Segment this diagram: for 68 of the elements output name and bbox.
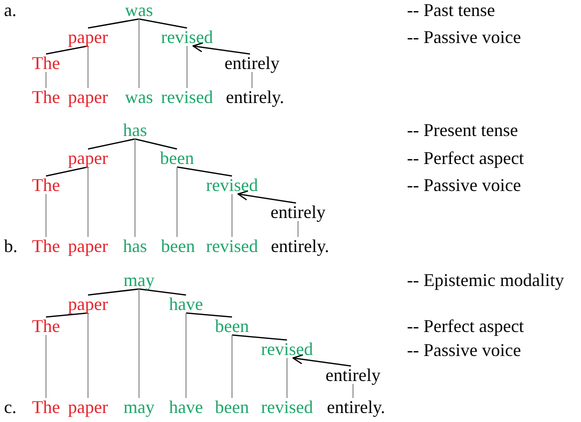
annotation: -- Perfect aspect	[407, 149, 524, 167]
sentence-word: entirely.	[270, 237, 330, 255]
tree-word: entirely	[270, 203, 326, 221]
tree-word: revised	[161, 28, 213, 46]
projection-line	[138, 18, 140, 88]
panel-letter: a.	[4, 1, 16, 19]
annotation: -- Perfect aspect	[407, 317, 524, 335]
sentence-word: revised	[161, 88, 213, 106]
panel-letter: b.	[4, 237, 18, 255]
dependency-line	[88, 288, 140, 296]
dependency-arrow	[192, 42, 250, 55]
tree-word: revised	[206, 176, 258, 194]
tree-word: been	[160, 149, 194, 167]
dependency-line	[46, 166, 88, 177]
annotation: -- Passive voice	[407, 28, 521, 46]
dependency-line	[232, 334, 288, 341]
projection-line	[186, 46, 188, 88]
tree-word: paper	[68, 295, 108, 313]
sentence-word: been	[161, 237, 195, 255]
sentence-word: The	[32, 398, 60, 416]
dependency-line	[88, 18, 140, 29]
sentence-word: been	[215, 398, 249, 416]
dependency-line	[88, 138, 136, 150]
sentence-word: paper	[68, 237, 108, 255]
sentence-word: The	[32, 88, 60, 106]
sentence-word: has	[123, 237, 147, 255]
projection-line	[138, 288, 140, 398]
projection-line	[352, 384, 354, 398]
annotation: -- Passive voice	[407, 176, 521, 194]
tree-word: may	[124, 271, 154, 289]
projection-line	[176, 166, 178, 238]
dependency-line	[138, 18, 188, 29]
dependency-line	[134, 138, 178, 150]
tree-word: entirely	[224, 54, 280, 72]
panel-letter: c.	[4, 398, 16, 416]
tree-word: been	[215, 317, 249, 335]
dependency-arrow	[292, 354, 352, 367]
annotation: -- Passive voice	[407, 341, 521, 359]
sentence-word: revised	[206, 237, 258, 255]
tree-word: revised	[261, 340, 313, 358]
sentence-word: entirely.	[226, 88, 284, 106]
dependency-line	[46, 312, 88, 318]
sentence-word: paper	[68, 398, 108, 416]
sentence-word: have	[169, 398, 203, 416]
tree-word: has	[123, 121, 147, 139]
tree-word: The	[32, 54, 60, 72]
dependency-arrow	[237, 190, 296, 204]
tree-word: was	[125, 1, 153, 19]
annotation: -- Past tense	[407, 1, 495, 19]
sentence-word: paper	[68, 88, 108, 106]
projection-line	[134, 138, 136, 238]
annotation: -- Epistemic modality	[407, 271, 564, 289]
tree-word: paper	[68, 149, 108, 167]
tree-word: have	[169, 295, 203, 313]
tree-word: entirely	[326, 366, 380, 384]
tree-word: The	[32, 176, 60, 194]
dependency-line	[186, 312, 232, 318]
sentence-word: entirely.	[326, 398, 386, 416]
tree-word: paper	[68, 28, 108, 46]
sentence-word: The	[32, 237, 60, 255]
sentence-word: revised	[261, 398, 313, 416]
dependency-line	[138, 288, 186, 296]
sentence-word: may	[124, 398, 154, 416]
sentence-word: was	[125, 88, 153, 106]
annotation: -- Present tense	[407, 121, 518, 139]
tree-word: The	[32, 317, 60, 335]
dependency-line	[176, 166, 232, 177]
projection-line	[286, 358, 288, 398]
